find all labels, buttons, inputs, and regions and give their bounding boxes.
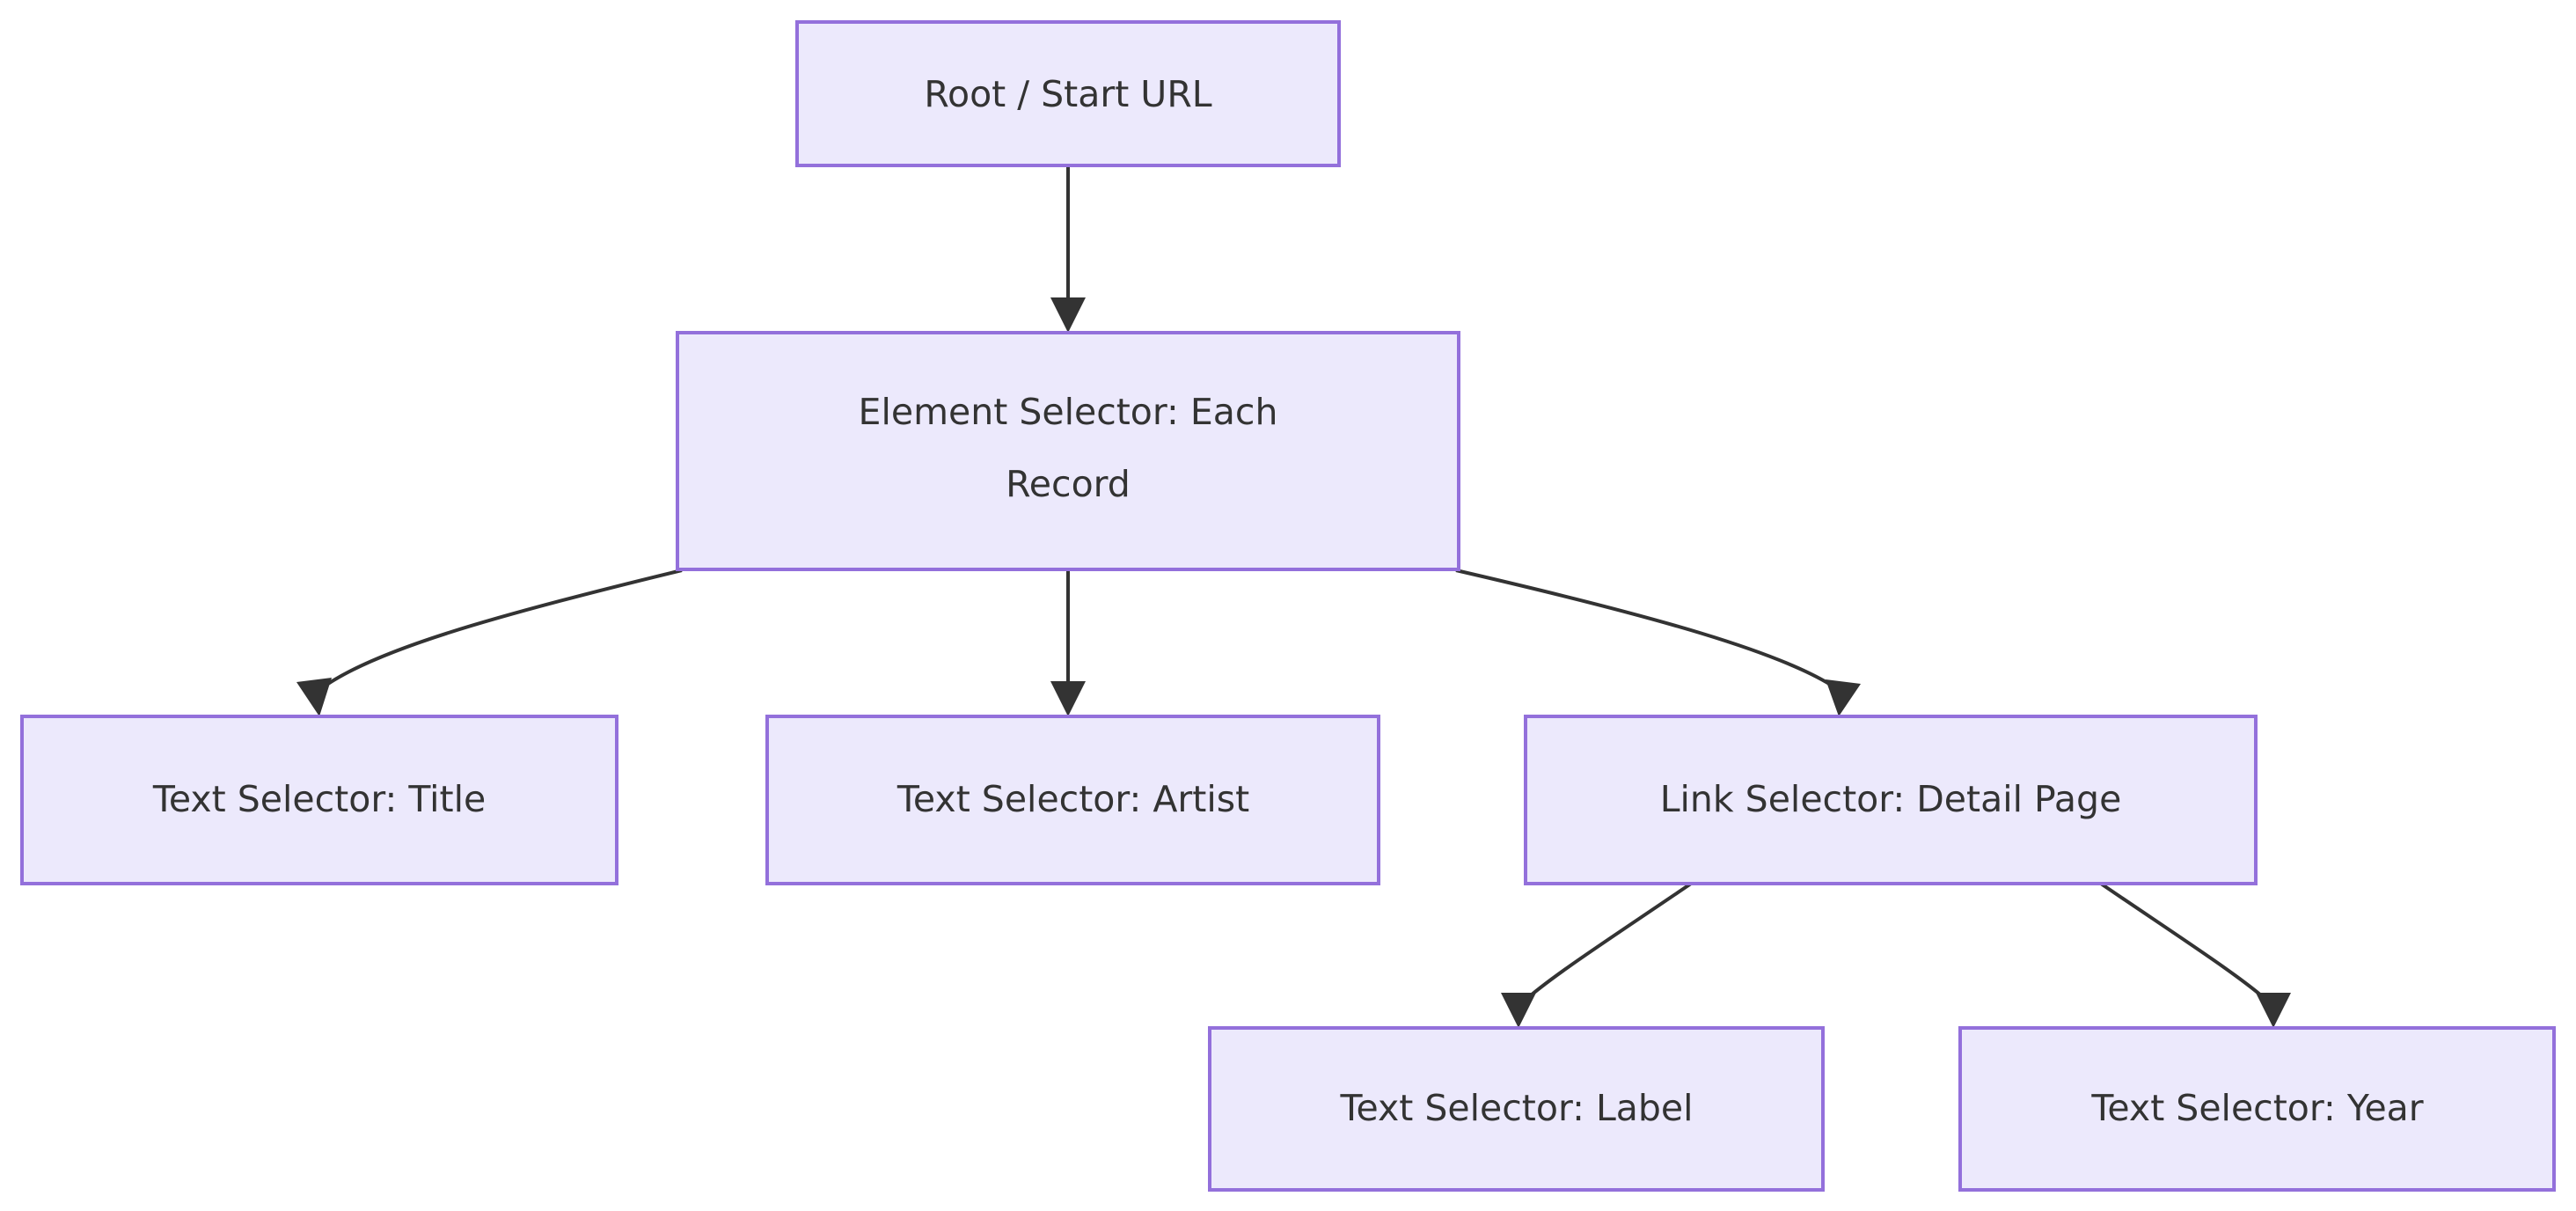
edge-line: [1522, 882, 1693, 1003]
node-label: Text Selector: Year: [2090, 1087, 2423, 1129]
edge-link-to-label: [1501, 882, 1693, 1028]
node-box[interactable]: [20, 715, 618, 885]
node-label: Root / Start URL: [924, 73, 1211, 115]
arrowhead-icon: [1050, 681, 1086, 716]
node-text-selector-year[interactable]: Text Selector: Year: [1958, 1026, 2556, 1192]
node-box[interactable]: [795, 20, 1341, 167]
edge-layer: [296, 165, 2291, 1028]
arrowhead-icon: [1050, 297, 1086, 333]
node-link-selector-detail-page[interactable]: Link Selector: Detail Page: [1524, 715, 2258, 885]
node-text-selector-artist[interactable]: Text Selector: Artist: [765, 715, 1380, 885]
edge-root-to-element: [1050, 165, 1086, 333]
edge-element-to-title: [296, 569, 683, 716]
arrowhead-icon: [1826, 679, 1861, 716]
node-text-selector-title[interactable]: Text Selector: Title: [20, 715, 618, 885]
arrowhead-icon: [2256, 993, 2291, 1028]
node-element-selector[interactable]: Element Selector: Each Record: [676, 331, 1460, 571]
node-label: Text Selector: Artist: [896, 778, 1249, 820]
node-label-line-2: Record: [1006, 463, 1131, 505]
arrowhead-icon: [1501, 993, 1536, 1028]
edge-line: [2099, 882, 2270, 1003]
node-box[interactable]: [765, 715, 1380, 885]
node-label: Link Selector: Detail Page: [1660, 778, 2122, 820]
node-label: Text Selector: Title: [152, 778, 486, 820]
arrowhead-icon: [296, 678, 332, 716]
node-text-selector-label[interactable]: Text Selector: Label: [1208, 1026, 1825, 1192]
node-box[interactable]: [1524, 715, 2258, 885]
node-label-line-1: Element Selector: Each: [859, 391, 1278, 433]
edge-element-to-artist: [1050, 570, 1086, 716]
edge-element-to-link: [1455, 569, 1861, 716]
node-box[interactable]: [676, 331, 1460, 571]
edge-line: [318, 569, 683, 692]
node-root[interactable]: Root / Start URL: [795, 20, 1341, 167]
node-label: Text Selector: Label: [1339, 1087, 1693, 1129]
node-box[interactable]: [1208, 1026, 1825, 1192]
edge-line: [1455, 569, 1841, 692]
edge-link-to-year: [2099, 882, 2291, 1028]
node-box[interactable]: [1958, 1026, 2556, 1192]
node-layer: Root / Start URL Element Selector: Each …: [20, 20, 2556, 1192]
